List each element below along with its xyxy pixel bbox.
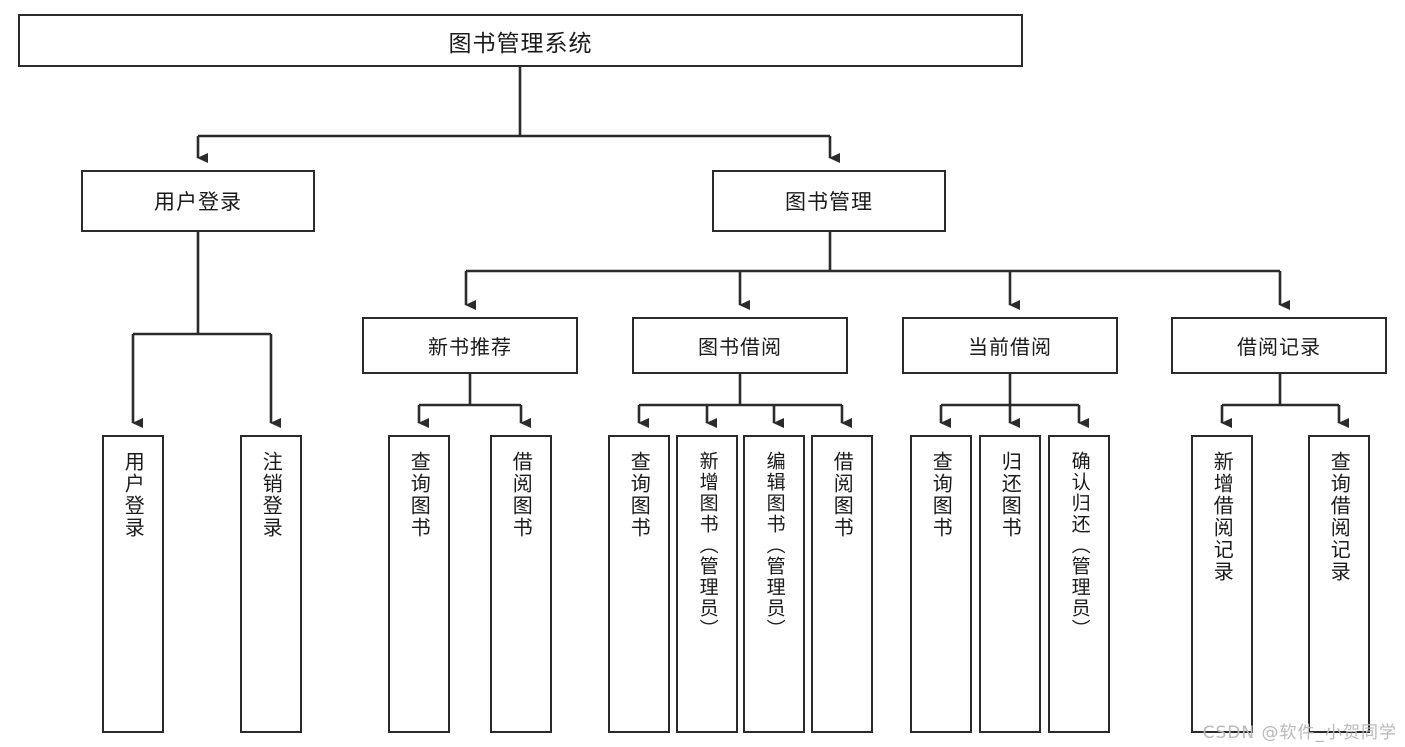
leaf-records-query-record[interactable]: 查询借阅记录 bbox=[1308, 435, 1370, 733]
leaf-user-login-signout[interactable]: 注销登录 bbox=[240, 435, 302, 733]
leaf-current-confirm-return-admin[interactable]: 确认归还（管理员） bbox=[1048, 435, 1110, 733]
node-current-borrow[interactable]: 当前借阅 bbox=[902, 317, 1118, 374]
node-current-borrow-label: 当前借阅 bbox=[968, 335, 1052, 359]
leaf-borrow-query-book[interactable]: 查询图书 bbox=[608, 435, 670, 733]
node-borrow-records-label: 借阅记录 bbox=[1237, 335, 1321, 359]
leaf-label: 新增图书（管理员） bbox=[696, 451, 719, 640]
node-book-management[interactable]: 图书管理 bbox=[712, 170, 946, 232]
leaf-borrow-edit-book-admin[interactable]: 编辑图书（管理员） bbox=[743, 435, 805, 733]
leaf-label: 归还图书 bbox=[998, 451, 1023, 539]
leaf-current-return-book[interactable]: 归还图书 bbox=[979, 435, 1041, 733]
leaf-label: 用户登录 bbox=[121, 451, 146, 539]
node-root[interactable]: 图书管理系统 bbox=[18, 14, 1023, 67]
leaf-label: 借阅图书 bbox=[830, 451, 855, 539]
leaf-current-query-book[interactable]: 查询图书 bbox=[910, 435, 972, 733]
leaf-borrow-add-book-admin[interactable]: 新增图书（管理员） bbox=[676, 435, 738, 733]
leaf-label: 查询图书 bbox=[407, 451, 432, 539]
leaf-label: 编辑图书（管理员） bbox=[763, 451, 786, 640]
watermark-csdn: CSDN @软件_小贺同学 bbox=[1202, 723, 1397, 743]
node-new-book-recommend-label: 新书推荐 bbox=[428, 335, 512, 359]
leaf-user-login-signin[interactable]: 用户登录 bbox=[102, 435, 164, 733]
leaf-borrow-borrow-book[interactable]: 借阅图书 bbox=[811, 435, 873, 733]
leaf-label: 注销登录 bbox=[259, 451, 284, 539]
leaf-records-add-record[interactable]: 新增借阅记录 bbox=[1191, 435, 1253, 733]
node-borrow-records[interactable]: 借阅记录 bbox=[1171, 317, 1387, 374]
node-book-borrow-label: 图书借阅 bbox=[698, 335, 782, 359]
leaf-label: 查询借阅记录 bbox=[1327, 451, 1352, 583]
leaf-label: 查询图书 bbox=[929, 451, 954, 539]
node-user-login[interactable]: 用户登录 bbox=[81, 170, 315, 232]
leaf-recommend-borrow-book[interactable]: 借阅图书 bbox=[490, 435, 552, 733]
node-new-book-recommend[interactable]: 新书推荐 bbox=[362, 317, 578, 374]
leaf-recommend-query-book[interactable]: 查询图书 bbox=[388, 435, 450, 733]
leaf-label: 新增借阅记录 bbox=[1210, 451, 1235, 583]
node-user-login-label: 用户登录 bbox=[154, 190, 242, 214]
leaf-label: 查询图书 bbox=[627, 451, 652, 539]
node-book-management-label: 图书管理 bbox=[785, 190, 873, 214]
leaf-label: 借阅图书 bbox=[509, 451, 534, 539]
node-root-label: 图书管理系统 bbox=[448, 30, 593, 57]
leaf-label: 确认归还（管理员） bbox=[1068, 451, 1091, 640]
node-book-borrow[interactable]: 图书借阅 bbox=[632, 317, 848, 374]
